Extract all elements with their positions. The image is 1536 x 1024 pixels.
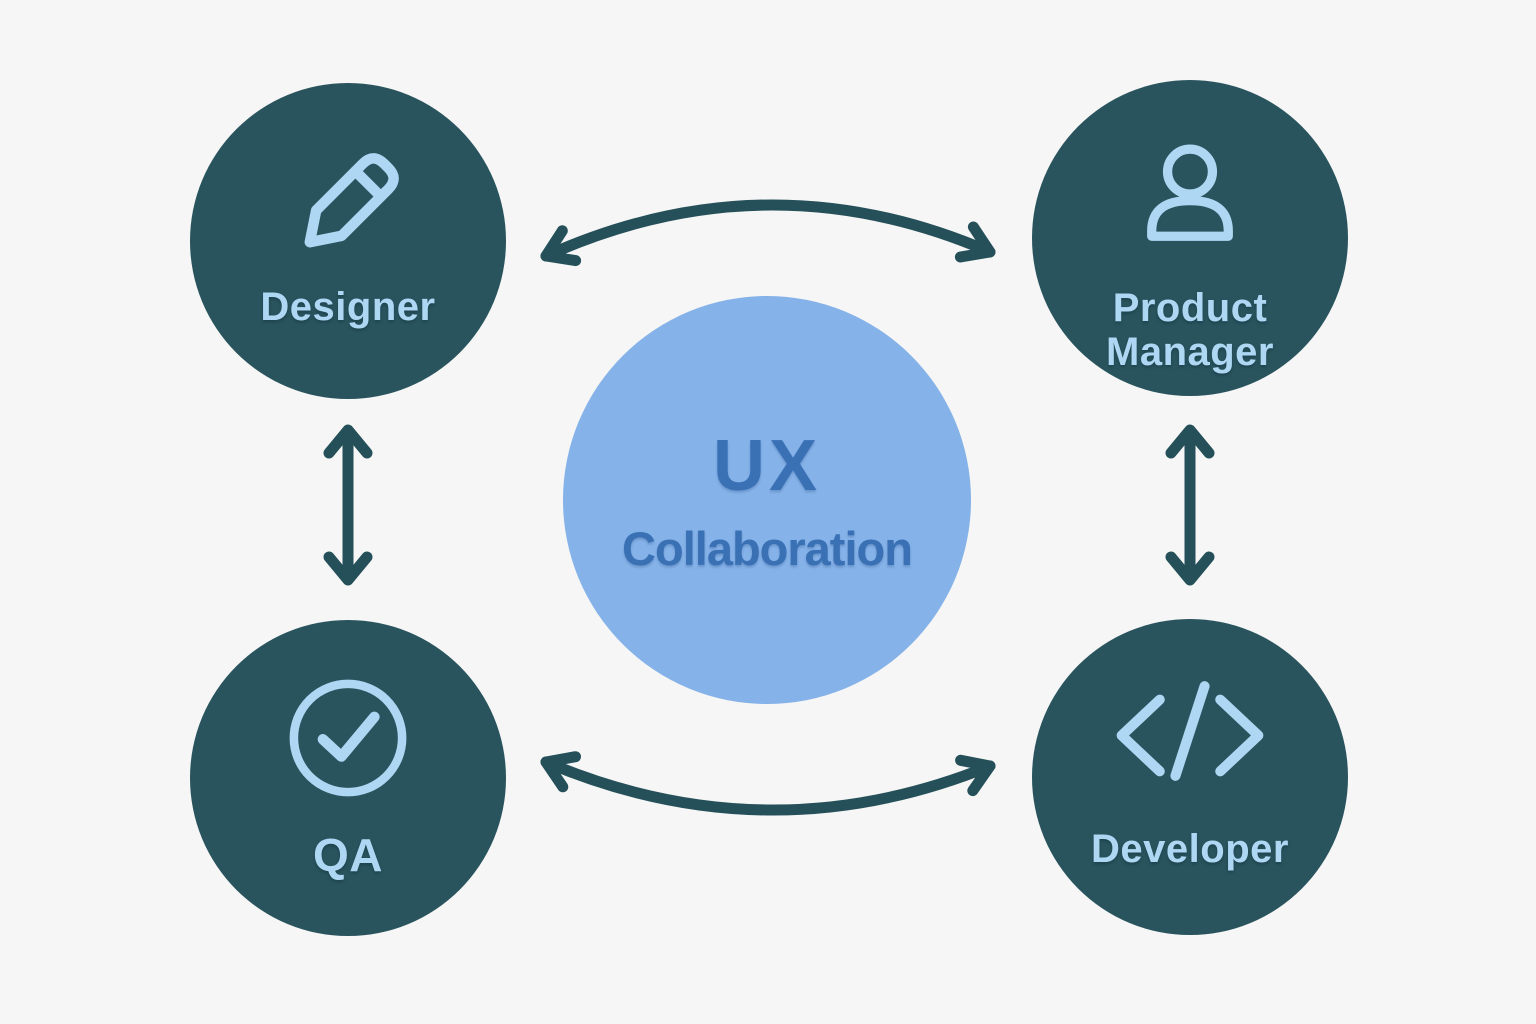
arrow-designer-product-manager <box>540 199 996 267</box>
person-icon <box>1124 132 1256 264</box>
developer-label: Developer <box>1091 827 1289 871</box>
node-qa: QA <box>190 620 506 936</box>
arrow-qa-developer <box>540 751 996 816</box>
product-manager-label-line2: Manager <box>1106 330 1274 374</box>
check-circle-icon <box>282 672 414 804</box>
code-icon <box>1106 675 1274 797</box>
node-designer: Designer <box>190 83 506 399</box>
pencil-icon <box>273 129 423 279</box>
product-manager-label: Product Manager <box>1106 286 1274 374</box>
center-title: UX <box>712 425 822 506</box>
center-circle: UX Collaboration <box>563 296 971 704</box>
qa-label: QA <box>313 829 383 881</box>
node-product-manager: Product Manager <box>1032 80 1348 396</box>
arrow-designer-qa <box>323 424 373 586</box>
node-developer: Developer <box>1032 619 1348 935</box>
arrow-product-manager-developer <box>1165 424 1215 586</box>
designer-label: Designer <box>260 285 436 329</box>
center-subtitle: Collaboration <box>622 521 913 575</box>
product-manager-label-line1: Product <box>1112 286 1268 330</box>
